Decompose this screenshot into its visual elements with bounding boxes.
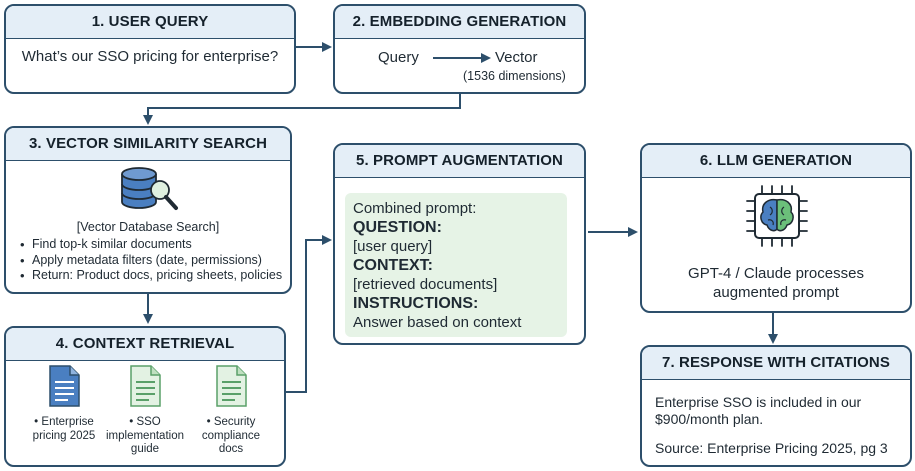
step-2-embedding-generation: 2. EMBEDDING GENERATION Query Vector (15… <box>333 4 586 94</box>
search-step-item: Return: Product docs, pricing sheets, po… <box>19 268 282 284</box>
prompt-instructions-value: Answer based on context <box>353 314 522 331</box>
retrieved-doc-3: • Security compliance docs <box>191 364 271 457</box>
search-step-item: Apply metadata filters (date, permission… <box>19 253 282 269</box>
search-step-item: Find top-k similar documents <box>19 237 282 253</box>
vector-db-label: [Vector Database Search] <box>76 220 220 234</box>
doc-1-line-1: • Enterprise <box>34 416 94 428</box>
document-icon <box>49 365 80 407</box>
right-arrow-icon <box>433 53 491 63</box>
arrow-2-to-3 <box>143 94 461 125</box>
retrieved-doc-2: • SSO implementation guide <box>105 364 185 457</box>
doc-2-line-1: • SSO <box>129 416 161 428</box>
step-7-response-with-citations: 7. RESPONSE WITH CITATIONS Enterprise SS… <box>640 345 912 467</box>
response-line-2: $900/month plan. <box>655 411 764 427</box>
step-5-title: 5. PROMPT AUGMENTATION <box>335 145 584 178</box>
step-3-title: 3. VECTOR SIMILARITY SEARCH <box>6 128 290 161</box>
prompt-question-value: [user query] <box>353 238 433 255</box>
step-6-llm-generation: 6. LLM GENERATION GPT-4 / Claude process… <box>640 143 912 313</box>
step-4-context-retrieval: 4. CONTEXT RETRIEVAL • Enterprise pricin… <box>4 326 286 467</box>
response-line-1: Enterprise SSO is included in our <box>655 394 862 410</box>
retrieved-doc-1: • Enterprise pricing 2025 <box>24 364 104 443</box>
search-steps-list: Find top-k similar documents Apply metad… <box>19 237 282 284</box>
step-4-title: 4. CONTEXT RETRIEVAL <box>6 328 284 361</box>
vector-dimensions: (1536 dimensions) <box>463 69 566 83</box>
step-6-title: 6. LLM GENERATION <box>642 145 910 178</box>
prompt-context-value: [retrieved documents] <box>353 276 498 293</box>
doc-2-line-2: implementation <box>106 429 184 442</box>
step-3-vector-similarity-search: 3. VECTOR SIMILARITY SEARCH [Vector Data… <box>4 126 292 294</box>
doc-3-line-3: docs <box>218 443 244 455</box>
prompt-context-label: CONTEXT: <box>353 257 433 274</box>
prompt-intro: Combined prompt: <box>353 200 477 217</box>
response-source: Source: Enterprise Pricing 2025, pg 3 <box>655 440 888 456</box>
step-7-title: 7. RESPONSE WITH CITATIONS <box>642 347 910 380</box>
doc-1-line-2: pricing 2025 <box>32 429 96 442</box>
step-1-title: 1. USER QUERY <box>6 6 294 39</box>
document-icon <box>130 365 161 407</box>
prompt-instructions-label: INSTRUCTIONS: <box>353 295 479 312</box>
doc-3-line-2: compliance <box>201 429 261 442</box>
doc-2-line-3: guide <box>130 443 160 455</box>
embedding-from-label: Query <box>378 49 419 66</box>
document-icon <box>216 365 247 407</box>
arrow-4-to-5 <box>286 235 332 393</box>
combined-prompt-panel: Combined prompt: QUESTION: [user query] … <box>345 193 567 337</box>
llm-desc-line-1: GPT-4 / Claude processes <box>688 265 864 282</box>
user-query-text: What’s our SSO pricing for enterprise? <box>21 48 279 65</box>
llm-desc-line-2: augmented prompt <box>713 284 839 301</box>
embedding-to-label: Vector <box>495 49 538 66</box>
step-2-title: 2. EMBEDDING GENERATION <box>335 6 584 39</box>
step-1-user-query: 1. USER QUERY What’s our SSO pricing for… <box>4 4 296 94</box>
prompt-question-label: QUESTION: <box>353 219 442 236</box>
step-5-prompt-augmentation: 5. PROMPT AUGMENTATION Combined prompt: … <box>333 143 586 345</box>
ai-brain-chip-icon <box>746 185 808 247</box>
database-search-icon <box>121 167 178 210</box>
doc-3-line-1: • Security <box>206 416 256 428</box>
